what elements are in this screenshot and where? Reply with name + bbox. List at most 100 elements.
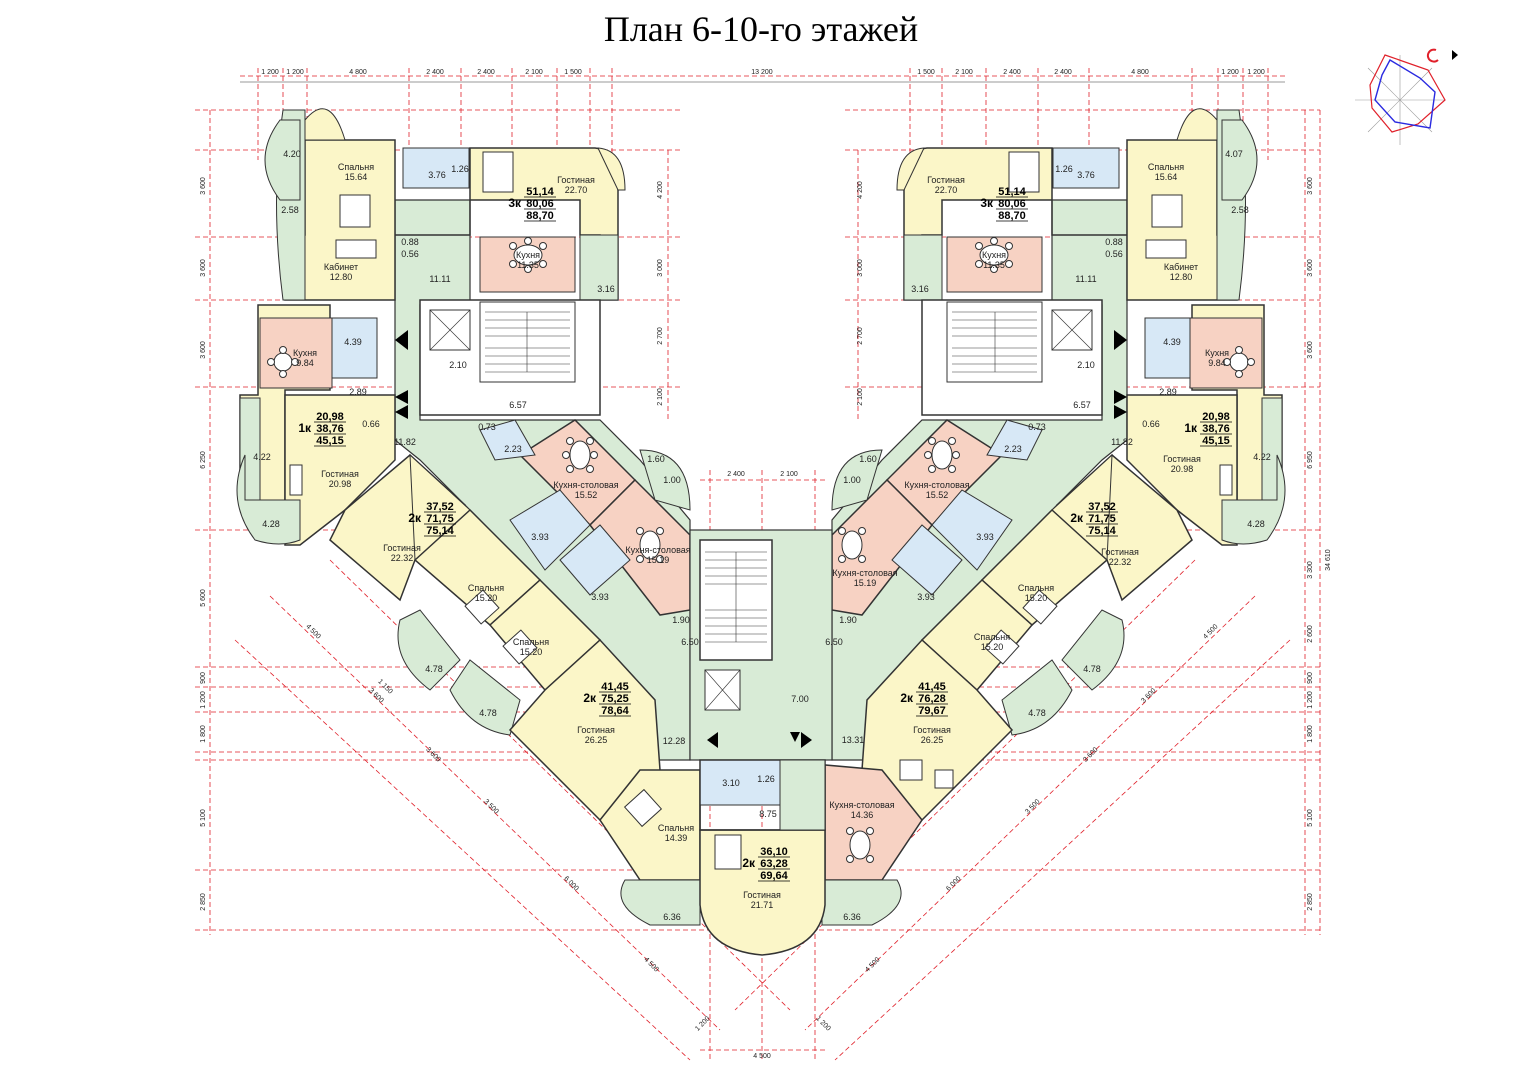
wind-rose-icon	[1355, 48, 1458, 145]
area-label: 4.78	[1083, 664, 1101, 674]
dim-label-right: 34 610	[1325, 549, 1332, 571]
dim-label-inner: 2 700	[657, 327, 664, 345]
area-label: 0.88	[1105, 237, 1123, 247]
dim-label-top: 2 400	[1003, 69, 1021, 76]
apartment-full-area: 78,64	[601, 705, 629, 717]
room-name: Кухня-столовая	[904, 480, 969, 490]
area-label: 2.23	[1004, 444, 1022, 454]
area-label: 4.22	[1253, 452, 1271, 462]
dim-label-top: 1 200	[1247, 69, 1265, 76]
apartment-full-area: 88,70	[998, 210, 1026, 222]
room-area: 20.98	[329, 479, 352, 489]
dim-label-diagonal: 3 500	[1024, 798, 1041, 815]
dining-tables	[267, 237, 1255, 863]
area-label: 4.78	[1028, 708, 1046, 718]
apartment-living-area: 51,14	[998, 186, 1026, 198]
dim-label-top: 2 100	[955, 69, 973, 76]
area-label: 1.26	[757, 774, 775, 784]
dim-label-bottom: 1 200	[694, 1015, 711, 1032]
dim-label-left: 3 600	[200, 259, 207, 277]
area-label: 3.93	[531, 532, 549, 542]
apartment-living-area: 20,98	[1202, 411, 1230, 423]
room-area: 15.19	[647, 555, 670, 565]
room-name: Спальня	[1148, 162, 1184, 172]
area-label: 0.66	[1142, 419, 1160, 429]
area-label: 4.22	[253, 452, 271, 462]
apartment-total-area: 71,75	[1088, 513, 1116, 525]
dim-label-right: 3 600	[1307, 341, 1314, 359]
dim-label-top: 1 500	[564, 69, 582, 76]
dim-label-diagonal: 4 500	[864, 956, 881, 973]
apartment-full-area: 45,15	[1202, 435, 1230, 447]
dim-label-right: 3 300	[1307, 561, 1314, 579]
apartment-living-area: 51,14	[526, 186, 554, 198]
area-label: 0.88	[401, 237, 419, 247]
dim-label-left: 2 850	[200, 893, 207, 911]
dim-label-top: 1 200	[286, 69, 304, 76]
room-area: 15.64	[1155, 172, 1178, 182]
area-label: 13.31	[842, 735, 865, 745]
dim-label-mid: 2 100	[780, 471, 798, 478]
dim-label-top: 13 200	[751, 69, 773, 76]
area-label: 3.93	[976, 532, 994, 542]
apartment-full-area: 45,15	[316, 435, 344, 447]
area-label: 11.11	[1075, 274, 1096, 284]
apartment-total-area: 80,06	[998, 198, 1026, 210]
area-label: 0.56	[401, 249, 419, 259]
room-name: Спальня	[513, 637, 549, 647]
dim-label-left: 6 250	[200, 451, 207, 469]
room-area: 15.52	[926, 490, 949, 500]
dim-label-top: 4 800	[1131, 69, 1149, 76]
room-area: 22.32	[1109, 557, 1132, 567]
apartment-total-area: 80,06	[526, 198, 554, 210]
room-name: Кухня-столовая	[553, 480, 618, 490]
dim-label-left: 1 200	[200, 691, 207, 709]
apartment-rooms: 2к	[900, 691, 914, 705]
dim-label-left: 5 600	[200, 589, 207, 607]
area-label: 4.07	[1225, 149, 1243, 159]
room-name: Кабинет	[324, 262, 358, 272]
room-name: Гостиная	[1163, 454, 1201, 464]
dim-label-bottom: 1 200	[814, 1015, 831, 1032]
room-area: 22.70	[935, 185, 958, 195]
apartment-living-area: 41,45	[601, 681, 629, 693]
dim-label-top: 1 200	[261, 69, 279, 76]
apartment-rooms: 2к	[408, 511, 422, 525]
room-area: 22.32	[391, 553, 414, 563]
dim-label-right: 3 600	[1307, 177, 1314, 195]
dim-label-top: 2 400	[426, 69, 444, 76]
area-label: 11.82	[1111, 437, 1133, 447]
apartment-rooms: 3к	[980, 196, 994, 210]
dim-label-right: 2 600	[1307, 625, 1314, 643]
area-label: 7.00	[791, 694, 809, 704]
area-label: 4.20	[283, 149, 301, 159]
furniture	[289, 151, 1233, 870]
apartment-total-area: 75,25	[601, 693, 629, 705]
apartment-total-area: 71,75	[426, 513, 454, 525]
area-label: 1.00	[843, 475, 861, 485]
area-label: 1.26	[451, 164, 469, 174]
apartment-living-area: 41,45	[918, 681, 946, 693]
room-area: 15.20	[520, 647, 543, 657]
dim-label-right: 2 850	[1307, 893, 1314, 911]
area-label: 11.11	[429, 274, 450, 284]
room-area: 15.19	[854, 578, 877, 588]
dim-label-diagonal: 6 000	[562, 875, 579, 892]
apartment-rooms: 2к	[1070, 511, 1084, 525]
room-name: Кухня-столовая	[832, 568, 897, 578]
room-area: 14.36	[851, 810, 874, 820]
apartment-rooms: 1к	[298, 421, 312, 435]
room-name: Гостиная	[383, 543, 421, 553]
apartment-living-area: 20,98	[316, 411, 344, 423]
area-label: 4.28	[1247, 519, 1265, 529]
dim-label-left: 3 600	[200, 177, 207, 195]
area-label: 6.36	[663, 912, 681, 922]
area-label: 8.75	[759, 809, 777, 819]
dim-label-diagonal: 4 500	[642, 956, 659, 973]
room-name: Кухня-столовая	[625, 545, 690, 555]
dim-label-diagonal: 3 600	[424, 746, 441, 763]
